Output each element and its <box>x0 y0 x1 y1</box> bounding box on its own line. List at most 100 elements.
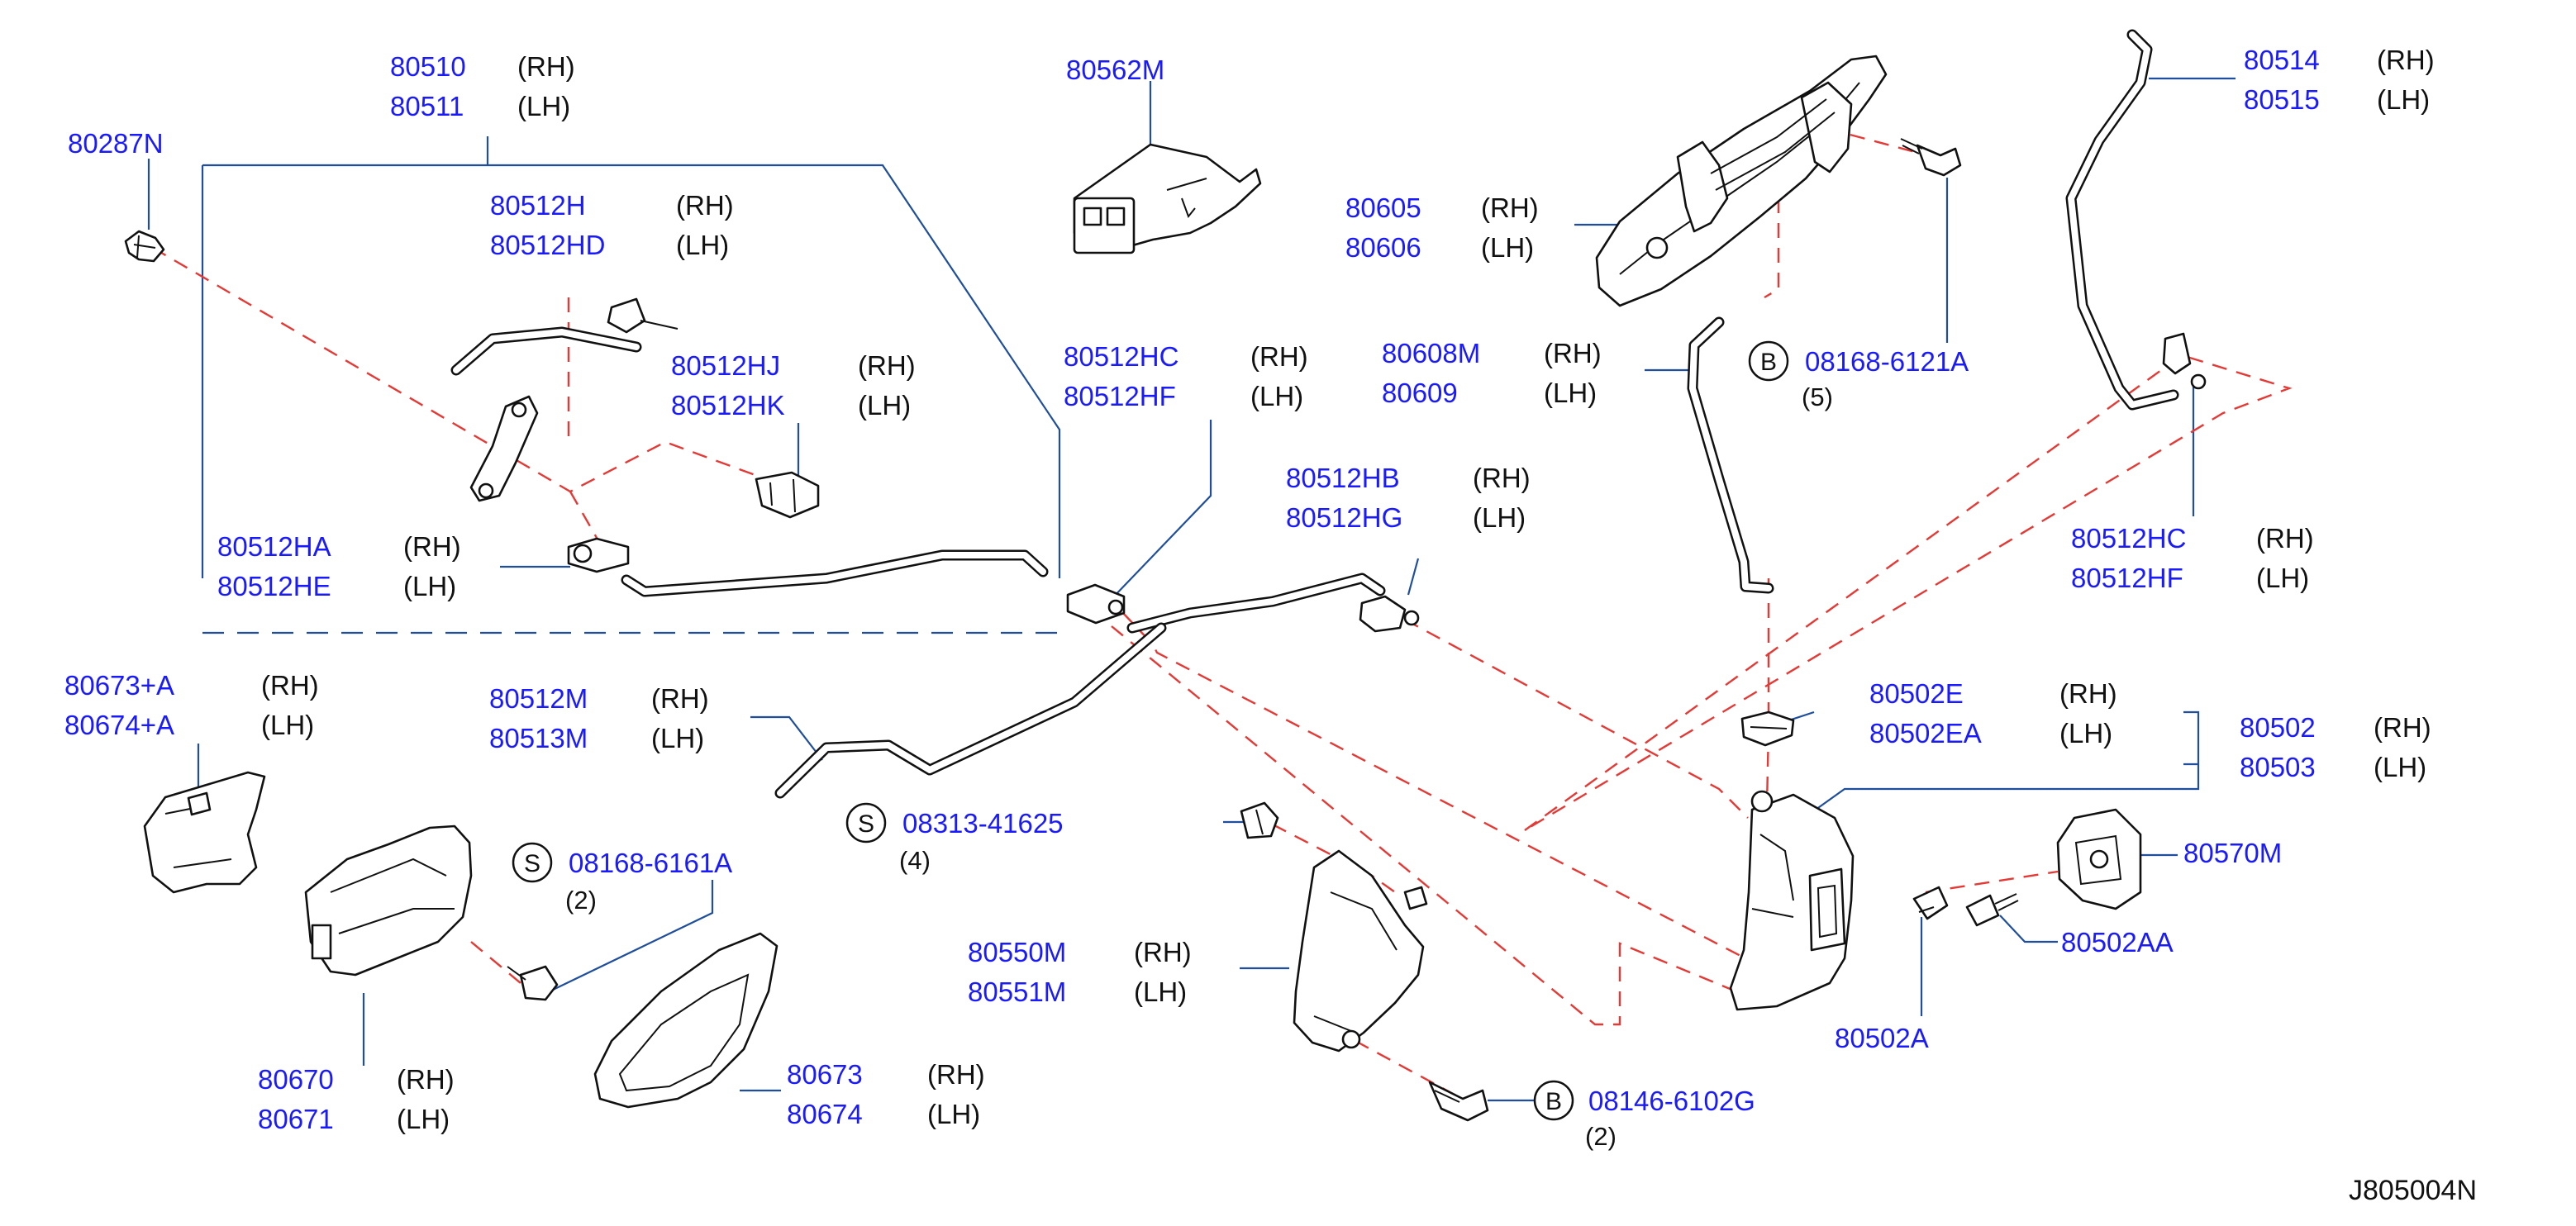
outside-handle-80605 <box>1595 55 1888 307</box>
part-number[interactable]: 80570M <box>2183 838 2282 868</box>
callout-80605: 80605 (RH) 80606 (LH) <box>1345 192 1539 263</box>
callout-80608m: 80608M (RH) 80609 (LH) <box>1382 338 1602 408</box>
callout-80670: 80670 (RH) 80671 (LH) <box>258 1064 455 1134</box>
side-label: (LH) <box>397 1104 450 1134</box>
rod-80510 <box>621 549 1049 597</box>
part-number[interactable]: 80512HC <box>1064 341 1178 372</box>
side-label: (LH) <box>403 571 456 601</box>
part-number[interactable]: 80512HK <box>671 390 785 421</box>
part-number[interactable]: 80608M <box>1382 338 1480 368</box>
dash-rod-to-latch <box>1111 625 1753 1026</box>
part-number[interactable]: 80512HF <box>1064 381 1176 411</box>
switch-80562m <box>1073 143 1262 254</box>
side-label: (RH) <box>2059 678 2117 709</box>
leader-lines <box>147 77 2236 1102</box>
bolt-type-badge <box>1748 340 1789 382</box>
part-drawings <box>124 29 2207 1122</box>
leader-80512hc-mid <box>1111 420 1212 600</box>
part-number[interactable]: 80551M <box>968 977 1066 1007</box>
quantity: (4) <box>899 846 931 875</box>
part-number[interactable]: 80502E <box>1869 678 1964 709</box>
screw-80502a <box>1912 886 1949 920</box>
side-label: (LH) <box>1473 502 1526 533</box>
part-number[interactable]: 80512HC <box>2071 523 2186 554</box>
part-number[interactable]: 80515 <box>2244 84 2320 115</box>
leader-80502 <box>1809 710 2200 815</box>
part-number[interactable]: 80674 <box>787 1099 863 1129</box>
part-number[interactable]: 80670 <box>258 1064 334 1095</box>
part-number[interactable]: 80671 <box>258 1104 334 1134</box>
bracket-rod-link <box>469 395 539 502</box>
side-label: (RH) <box>1473 463 1531 493</box>
side-label: (RH) <box>517 51 575 82</box>
callout-80502aa: 80502AA <box>2061 927 2174 958</box>
part-number[interactable]: 08168-6161A <box>569 848 732 878</box>
callout-80512hc-right: 80512HC (RH) 80512HF (LH) <box>2071 523 2314 593</box>
side-label: (RH) <box>1544 338 1602 368</box>
part-number[interactable]: 80606 <box>1345 232 1421 263</box>
part-number[interactable]: 80502A <box>1835 1023 1929 1053</box>
part-number[interactable]: 80512HD <box>490 230 605 260</box>
part-number[interactable]: 80605 <box>1345 192 1421 223</box>
side-label: (LH) <box>676 230 729 260</box>
part-number[interactable]: 80512HJ <box>671 350 780 381</box>
part-number[interactable]: 80550M <box>968 937 1066 967</box>
side-label: (LH) <box>1134 977 1187 1007</box>
rod-main <box>774 573 1386 799</box>
part-number[interactable]: 80502EA <box>1869 718 1982 748</box>
callout-08168-6121a: B 08168-6121A (5) <box>1748 340 1969 411</box>
screw-type-letter: S <box>858 810 874 838</box>
part-number[interactable]: 08313-41625 <box>902 808 1064 839</box>
leader-80502aa <box>1999 915 2058 943</box>
dash-main-to-latch <box>1105 594 1743 958</box>
part-number[interactable]: 80503 <box>2240 752 2316 782</box>
part-number[interactable]: 80512HA <box>217 531 331 562</box>
callout-80512hc-mid: 80512HC (RH) 80512HF (LH) <box>1064 341 1308 411</box>
callout-80512ha: 80512HA (RH) 80512HE (LH) <box>217 531 461 601</box>
clip-80502e <box>1740 710 1795 747</box>
part-number[interactable]: 80510 <box>390 51 466 82</box>
part-number[interactable]: 80674+A <box>64 710 174 740</box>
part-number[interactable]: 80512HG <box>1286 502 1402 533</box>
dash-handle-screw <box>470 941 521 984</box>
escutcheon-80673 <box>593 932 779 1109</box>
inside-handle-80670 <box>304 824 473 977</box>
part-number[interactable]: 80512H <box>490 190 586 221</box>
part-number[interactable]: 80512HE <box>217 571 331 601</box>
side-label: (RH) <box>1134 937 1192 967</box>
part-number[interactable]: 80512HB <box>1286 463 1400 493</box>
callout-80287n: 80287N <box>68 128 164 159</box>
callout-80502e: 80502E (RH) 80502EA (LH) <box>1869 678 2117 748</box>
bracket-80673a <box>143 771 266 894</box>
screw-type-badge <box>512 842 553 883</box>
part-number[interactable]: 80287N <box>68 128 164 159</box>
part-number[interactable]: 80511 <box>390 91 464 121</box>
leader-80512hb <box>1407 558 1420 596</box>
callout-80512hj: 80512HJ (RH) 80512HK (LH) <box>671 350 916 421</box>
dash-right-rod <box>1524 354 2293 832</box>
clip-80287n <box>124 230 165 263</box>
rod-80512h <box>450 297 679 376</box>
part-number[interactable]: 08146-6102G <box>1588 1086 1755 1116</box>
callout-08168-6161a: S 08168-6161A (2) <box>512 842 732 915</box>
part-number[interactable]: 08168-6121A <box>1805 346 1969 377</box>
part-number[interactable]: 80673+A <box>64 670 174 701</box>
clip-80512hc-right <box>2162 332 2207 390</box>
part-number[interactable]: 80502 <box>2240 712 2316 743</box>
side-label: (LH) <box>1544 378 1597 408</box>
side-label: (RH) <box>1481 192 1539 223</box>
part-number[interactable]: 80562M <box>1066 55 1164 85</box>
part-number[interactable]: 80513M <box>489 723 588 753</box>
screw-08313-41625 <box>1240 801 1279 839</box>
clip-80512hj <box>755 471 820 519</box>
part-number[interactable]: 80673 <box>787 1059 863 1090</box>
part-number[interactable]: 80512M <box>489 683 588 714</box>
side-label: (LH) <box>858 390 911 421</box>
part-number[interactable]: 80609 <box>1382 378 1458 408</box>
part-number[interactable]: 80502AA <box>2061 927 2174 958</box>
dash-latch-screw <box>1925 870 2059 894</box>
part-number[interactable]: 80512HF <box>2071 563 2183 593</box>
side-label: (LH) <box>2059 718 2112 748</box>
part-number[interactable]: 80514 <box>2244 45 2320 75</box>
callout-80570m: 80570M <box>2183 838 2282 868</box>
